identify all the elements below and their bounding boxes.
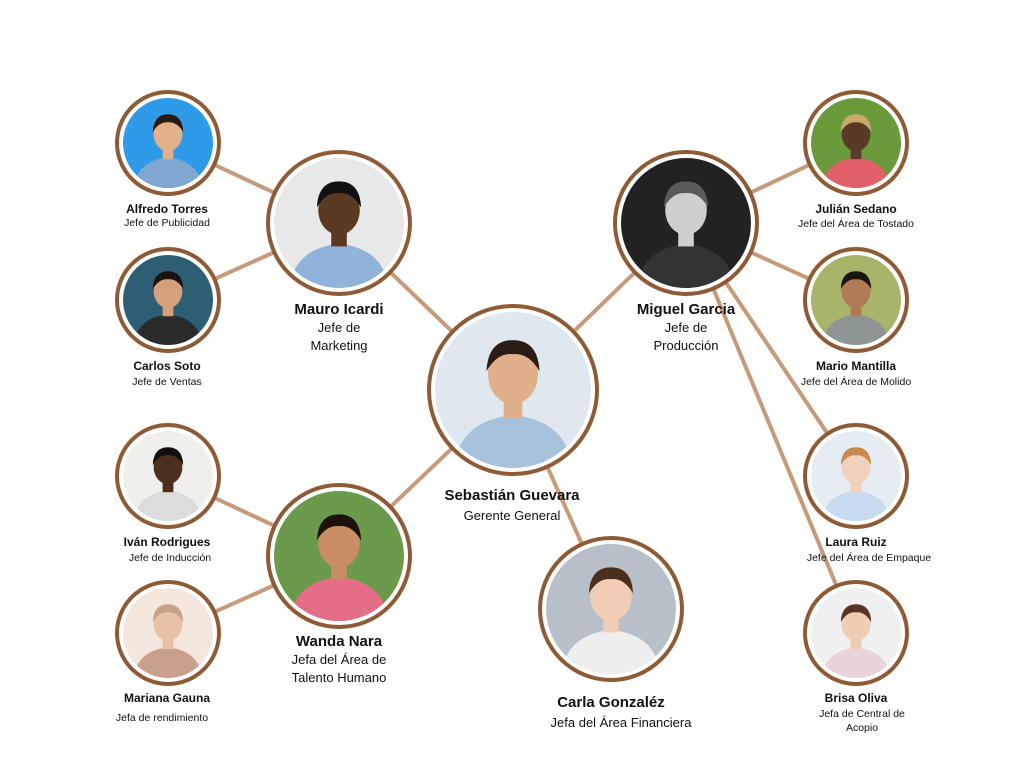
- role-sebastian-guevara: Gerente General: [463, 508, 561, 523]
- avatar-mario-mantilla: [803, 247, 909, 353]
- connector-miguel-julian: [750, 163, 810, 194]
- avatar-sebastian-guevara: [427, 304, 599, 476]
- portrait-carla: [546, 544, 676, 674]
- avatar-carla-gonzalez: [538, 536, 684, 682]
- avatar-brisa-oliva: [803, 580, 909, 686]
- portrait-alfredo: [123, 98, 213, 188]
- portrait-mauro: [274, 158, 404, 288]
- connector-mauro-carlos: [214, 251, 275, 281]
- connector-miguel-laura: [724, 281, 829, 434]
- connector-mauro-alfredo: [214, 163, 275, 195]
- role-alfredo-torres: Jefe de Publicidad: [124, 217, 210, 229]
- connector-sebastian-wanda: [389, 447, 453, 508]
- connector-miguel-brisa: [712, 288, 838, 586]
- role-laura-ruiz: Jefe del Área de Empaque: [806, 552, 932, 564]
- portrait-ivan: [123, 431, 213, 521]
- role-carlos-soto: Jefe de Ventas: [132, 376, 202, 388]
- connector-wanda-mariana: [214, 584, 275, 614]
- role-ivan-rodrigues: Jefe de Inducción: [128, 552, 212, 564]
- name-sebastian-guevara: Sebastián Guevara: [444, 487, 580, 504]
- portrait-carlos: [123, 255, 213, 345]
- name-alfredo-torres: Alfredo Torres: [126, 202, 208, 216]
- name-wanda-nara: Wanda Nara: [295, 633, 383, 650]
- name-mauro-icardi: Mauro Icardi: [294, 301, 384, 318]
- name-ivan-rodrigues: Iván Rodrigues: [123, 535, 211, 549]
- portrait-julian: [811, 98, 901, 188]
- connector-sebastian-miguel: [572, 271, 636, 333]
- role-mariana-gauna: Jefa de rendimiento: [115, 712, 209, 724]
- portrait-mario: [811, 255, 901, 345]
- portrait-sebastian: [435, 312, 591, 468]
- portrait-brisa: [811, 588, 901, 678]
- role-carla-gonzalez: Jefa del Área Financiera: [550, 715, 692, 730]
- connector-miguel-mario: [750, 251, 810, 281]
- role-miguel-garcia: Jefe de Producción: [653, 320, 719, 353]
- name-laura-ruiz: Laura Ruiz: [825, 535, 887, 549]
- name-mariana-gauna: Mariana Gauna: [123, 691, 211, 705]
- portrait-mariana: [123, 588, 213, 678]
- avatar-miguel-garcia: [613, 150, 759, 296]
- connector-sebastian-mauro: [389, 271, 453, 333]
- avatar-mariana-gauna: [115, 580, 221, 686]
- role-mauro-icardi: Jefe de Marketing: [310, 320, 368, 353]
- role-wanda-nara: Jefa del Área de Talento Humano: [291, 652, 387, 685]
- avatar-laura-ruiz: [803, 423, 909, 529]
- name-carlos-soto: Carlos Soto: [133, 359, 201, 373]
- avatar-wanda-nara: [266, 483, 412, 629]
- avatar-carlos-soto: [115, 247, 221, 353]
- portrait-laura: [811, 431, 901, 521]
- role-mario-mantilla: Jefe del Área de Molido: [800, 376, 912, 388]
- connector-wanda-ivan: [214, 496, 275, 528]
- name-mario-mantilla: Mario Mantilla: [815, 359, 897, 373]
- name-brisa-oliva: Brisa Oliva: [824, 691, 888, 705]
- avatar-julian-sedano: [803, 90, 909, 196]
- avatar-mauro-icardi: [266, 150, 412, 296]
- avatar-alfredo-torres: [115, 90, 221, 196]
- name-julian-sedano: Julián Sedano: [815, 202, 897, 216]
- name-carla-gonzalez: Carla Gonzaléz: [557, 694, 665, 711]
- connector-sebastian-carla: [546, 466, 584, 545]
- name-miguel-garcia: Miguel Garcia: [636, 301, 736, 318]
- avatar-ivan-rodrigues: [115, 423, 221, 529]
- role-julian-sedano: Jefe del Área de Tostado: [798, 218, 914, 230]
- portrait-wanda: [274, 491, 404, 621]
- portrait-miguel: [621, 158, 751, 288]
- role-brisa-oliva: Jefa de Central de Acopio: [819, 708, 905, 735]
